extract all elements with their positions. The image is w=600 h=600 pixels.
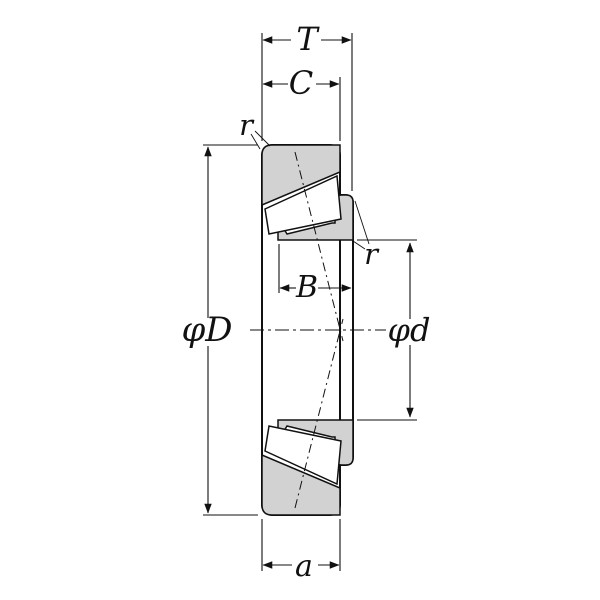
- inner-ring-section-top: [277, 194, 354, 241]
- leader-r-inner-1: [352, 240, 366, 250]
- extension-lines: [203, 33, 417, 571]
- label-outer-diameter-phiD: φD: [181, 310, 232, 350]
- tapered-roller-bottom: [264, 425, 342, 486]
- leader-r-outer-2: [254, 130, 271, 147]
- label-overall-width-T: T: [296, 20, 320, 58]
- inner-ring-section-bottom: [277, 419, 354, 466]
- bearing-figure: [203, 33, 417, 571]
- label-bore-diameter-phid: φd: [388, 311, 431, 349]
- label-effective-center-a: a: [295, 549, 313, 584]
- line-of-action-top: [294, 151, 344, 342]
- leader-lines: [250, 130, 370, 250]
- leader-r-outer-1: [250, 133, 261, 150]
- tapered-roller-top: [264, 174, 342, 235]
- label-outer-chamfer-r: r: [239, 108, 255, 142]
- label-cup-width-C: C: [289, 64, 313, 102]
- label-cone-width-B: B: [295, 270, 318, 305]
- dimension-lines: [204, 36, 414, 569]
- label-inner-chamfer-r: r: [364, 237, 380, 271]
- leader-r-inner-2: [354, 200, 370, 245]
- line-of-action-bottom: [294, 318, 344, 509]
